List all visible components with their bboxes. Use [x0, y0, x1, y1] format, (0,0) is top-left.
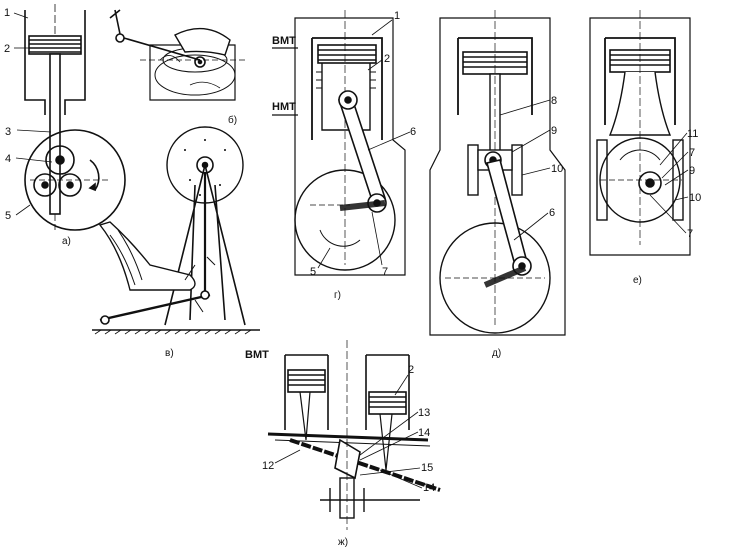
panel-e — [590, 10, 690, 255]
label-5-g: 5 — [310, 266, 316, 278]
panel-b — [110, 10, 245, 100]
label-4-a: 4 — [5, 153, 11, 165]
label-6-d: 6 — [549, 207, 555, 219]
label-14-zh-bottom: 14 — [423, 482, 435, 494]
label-2-g: 2 — [384, 53, 390, 65]
label-7-e-bottom: 7 — [687, 228, 693, 240]
label-14-zh-top: 14 — [418, 427, 430, 439]
caption-v: в) — [165, 348, 174, 359]
caption-e: е) — [633, 275, 642, 286]
label-tdc-zh: ВМТ — [245, 349, 269, 361]
label-10-d: 10 — [551, 163, 563, 175]
label-6-g: 6 — [410, 126, 416, 138]
caption-a: а) — [62, 236, 71, 247]
label-1-g: 1 — [394, 10, 400, 22]
label-7-g: 7 — [382, 266, 388, 278]
label-2-zh: 2 — [408, 364, 414, 376]
label-1-a: 1 — [4, 7, 10, 19]
label-10-e: 10 — [689, 192, 701, 204]
label-8-d: 8 — [551, 95, 557, 107]
label-15-zh: 15 — [421, 462, 433, 474]
label-bdc-g: НМТ — [272, 101, 296, 113]
caption-g: г) — [334, 290, 341, 301]
label-9-e: 9 — [689, 165, 695, 177]
label-9-d: 9 — [551, 125, 557, 137]
leader-lines — [14, 13, 688, 488]
panel-a — [25, 4, 125, 230]
label-13-zh: 13 — [418, 407, 430, 419]
label-7-e-top: 7 — [689, 147, 695, 159]
panel-zh — [268, 340, 440, 530]
panel-v — [92, 127, 260, 334]
caption-b: б) — [228, 114, 237, 126]
caption-zh: ж) — [338, 537, 348, 548]
label-12-zh: 12 — [262, 460, 274, 472]
label-tdc-g: ВМТ — [272, 35, 296, 47]
panel-d — [430, 10, 565, 335]
label-3-a: 3 — [5, 126, 11, 138]
label-11-e: 11 — [687, 128, 698, 140]
caption-d: д) — [492, 348, 501, 359]
label-2-a: 2 — [4, 43, 10, 55]
label-5-a: 5 — [5, 210, 11, 222]
